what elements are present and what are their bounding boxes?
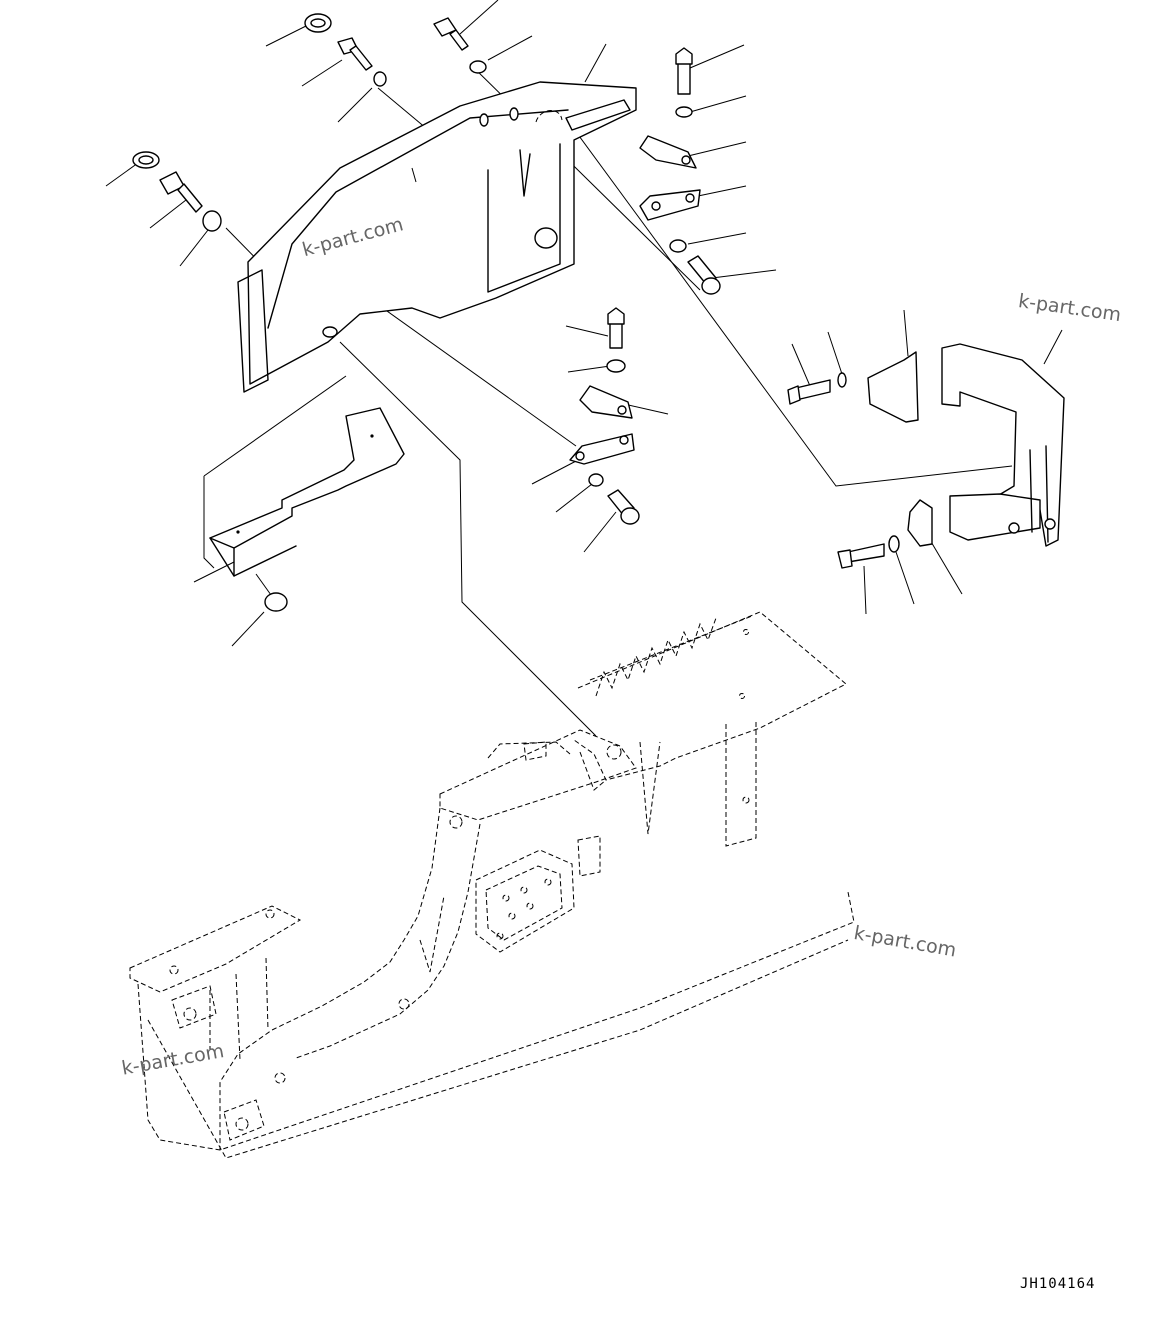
- washer-top-right: [675, 106, 693, 118]
- bolt-left: [159, 171, 203, 213]
- rubber-plug: [264, 592, 288, 612]
- clip-lower-right: [907, 499, 933, 547]
- right-cover-plate: [941, 343, 1065, 547]
- bolt-center: [607, 307, 625, 349]
- washer-top-center: [469, 60, 487, 74]
- bolt-lower-right: [837, 543, 885, 569]
- washer-top-left: [304, 13, 332, 33]
- bolt-top-center: [433, 17, 469, 51]
- step-cover: [209, 407, 405, 577]
- bracket-top-right: [639, 189, 701, 221]
- clip-center: [579, 385, 633, 419]
- lock-washer-top-left: [373, 71, 387, 87]
- clip-top-right: [639, 135, 697, 169]
- drawing-code: JH104164: [1020, 1276, 1096, 1292]
- side-cover-panel: [237, 81, 637, 393]
- washer-center: [606, 359, 626, 373]
- bolt-center-lower: [607, 489, 640, 525]
- washer-right-mid: [669, 239, 687, 253]
- bracket-right: [867, 351, 919, 423]
- washer-left: [132, 151, 160, 169]
- bolt-right: [787, 379, 831, 405]
- washer-right: [837, 372, 847, 388]
- bracket-center: [569, 433, 635, 465]
- washer-center-lower: [588, 473, 604, 487]
- bolt-top-right: [675, 47, 693, 95]
- bolt-right-mid: [687, 255, 721, 295]
- washer-lower-right: [888, 535, 900, 553]
- bolt-top-left: [337, 37, 373, 71]
- vehicle-frame: [129, 611, 855, 1159]
- washer-left-lower: [202, 210, 222, 232]
